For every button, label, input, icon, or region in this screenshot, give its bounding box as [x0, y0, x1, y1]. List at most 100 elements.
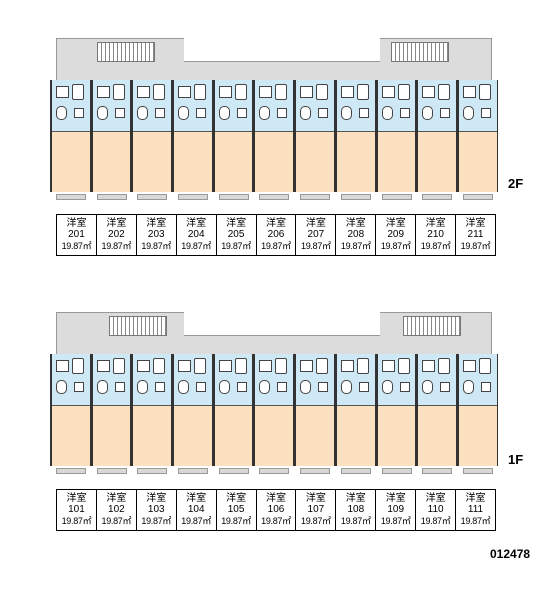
room-type: 洋室 [66, 492, 87, 504]
room-area: 19.87㎡ [141, 240, 172, 251]
room-number: 107 [307, 504, 325, 516]
balcony [96, 194, 127, 200]
room-type: 洋室 [385, 217, 406, 229]
bathroom-area [377, 80, 416, 132]
living-room-area [418, 132, 456, 192]
bathtub-icon [397, 358, 410, 374]
balcony [381, 468, 412, 474]
room-type: 洋室 [146, 492, 167, 504]
toilet-icon [422, 106, 434, 120]
room-number: 203 [147, 229, 165, 241]
room-number: 106 [267, 504, 285, 516]
bathtub-icon [275, 358, 288, 374]
room-area: 19.87㎡ [261, 515, 291, 526]
bathroom-area [377, 354, 416, 406]
living-room-area [296, 406, 334, 466]
stove-icon [196, 108, 207, 118]
toilet-icon [300, 106, 312, 120]
balcony [381, 194, 412, 200]
living-room-area [174, 406, 212, 466]
stove-icon [318, 108, 329, 118]
living-room-area [92, 406, 131, 466]
room-number: 209 [387, 229, 405, 241]
room-area: 19.87㎡ [261, 240, 291, 251]
room-area: 19.87㎡ [221, 240, 251, 251]
room-type: 洋室 [186, 492, 207, 504]
toilet-icon [340, 106, 352, 120]
living-room-area [418, 406, 456, 466]
room-type: 洋室 [146, 217, 167, 229]
toilet-icon [218, 380, 230, 394]
balcony [462, 468, 493, 474]
toilet-icon [259, 106, 271, 120]
stove-icon [155, 108, 166, 118]
stove-icon [440, 382, 451, 392]
unit-plan [50, 354, 91, 474]
room-number: 210 [427, 229, 444, 241]
room-type: 洋室 [186, 217, 207, 229]
living-room-area [214, 406, 253, 466]
balcony [300, 468, 331, 474]
room-type: 洋室 [226, 217, 247, 229]
sink-icon [96, 86, 110, 98]
balcony [218, 468, 249, 474]
balcony [300, 194, 331, 200]
room-type: 洋室 [465, 217, 486, 229]
room-type: 洋室 [265, 217, 286, 229]
living-room-area [133, 406, 172, 466]
unit-plan [172, 80, 213, 200]
room-type: 洋室 [226, 492, 247, 504]
room-area: 19.87㎡ [380, 240, 411, 251]
bathroom-area [255, 80, 294, 132]
stove-icon [155, 382, 166, 392]
sink-icon [462, 360, 476, 372]
room-type: 洋室 [106, 217, 127, 229]
toilet-icon [300, 380, 312, 394]
unit-plan [50, 80, 91, 200]
unit-row-2f [50, 80, 498, 200]
balcony [137, 194, 168, 200]
room-type: 洋室 [465, 492, 486, 504]
bathroom-area [418, 354, 456, 406]
balcony [137, 468, 168, 474]
unit-plan [253, 80, 295, 200]
unit-plan [212, 80, 254, 200]
unit-plan [212, 354, 254, 474]
room-area: 19.87㎡ [340, 240, 371, 251]
living-room-area [255, 406, 294, 466]
bathtub-icon [478, 84, 491, 100]
room-number: 108 [347, 504, 365, 516]
corridor-1f [56, 312, 492, 360]
room-number: 202 [108, 229, 125, 241]
sink-icon [96, 360, 110, 372]
toilet-icon [56, 106, 67, 120]
toilet-icon [96, 106, 108, 120]
room-number: 207 [307, 229, 325, 241]
room-type: 洋室 [305, 217, 326, 229]
balcony [259, 468, 290, 474]
room-type: 洋室 [345, 217, 366, 229]
stove-icon [236, 108, 247, 118]
unit-plan [131, 80, 173, 200]
toilet-icon [178, 380, 190, 394]
bathtub-icon [153, 84, 166, 100]
unit-plan [90, 80, 132, 200]
sink-icon [422, 86, 436, 98]
balcony [178, 194, 209, 200]
room-number: 105 [227, 504, 245, 516]
stove-icon [440, 108, 451, 118]
bathroom-area [92, 80, 131, 132]
bathroom-area [52, 80, 90, 132]
living-room-area [377, 132, 416, 192]
room-number: 110 [427, 504, 444, 516]
toilet-icon [462, 106, 474, 120]
